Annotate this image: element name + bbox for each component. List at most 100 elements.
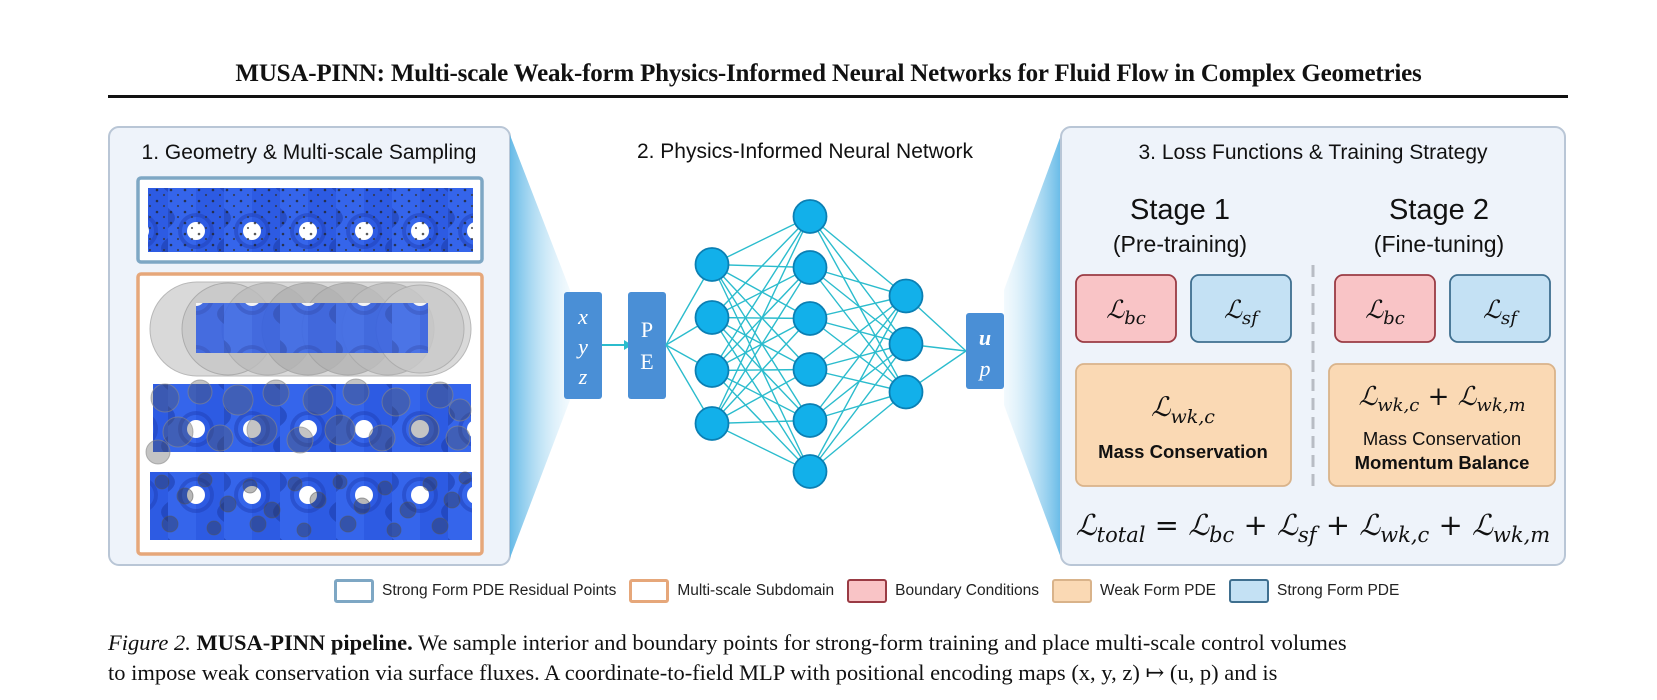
- neuron-layer2-3: [792, 301, 828, 336]
- network-edge: [711, 422, 811, 473]
- legend-item-strong-form: Strong Form PDE: [1229, 579, 1399, 603]
- caption-line-1: Figure 2. MUSA-PINN pipeline. We sample …: [108, 628, 1568, 658]
- geometry-strip-3: [153, 384, 471, 452]
- network-edge: [809, 266, 907, 345]
- pipeline-svg: 1. Geometry & Multi-scale Sampling: [108, 126, 1566, 566]
- stage1-weak-box: [1075, 363, 1292, 487]
- legend-label: Strong Form PDE: [1277, 582, 1400, 599]
- network-edge: [711, 318, 811, 424]
- legend-item-weak-form: Weak Form PDE: [1052, 579, 1216, 603]
- network-edge: [711, 264, 811, 421]
- residual-points: [148, 188, 473, 252]
- caption-line-1-text: We sample interior and boundary points f…: [418, 630, 1347, 655]
- pe-box: [628, 292, 666, 399]
- panel-3-title: 3. Loss Functions & Training Strategy: [1138, 141, 1488, 164]
- legend-label: Strong Form PDE Residual Points: [382, 582, 617, 599]
- output-box: [966, 313, 1004, 389]
- medium-control-volumes: [145, 378, 472, 465]
- geometry-strip-2: [196, 303, 428, 353]
- network-edge: [809, 343, 907, 422]
- stage2-weak-loss: ℒwk,c + ℒwk,m: [1358, 382, 1525, 416]
- legend-item-subdomain: Multi-scale Subdomain: [629, 579, 834, 603]
- network-edge: [711, 264, 811, 370]
- network-edge: [809, 317, 907, 393]
- output-p: p: [978, 356, 991, 381]
- caption-figure-label: Figure 2.: [108, 630, 191, 655]
- network-edge: [711, 267, 811, 424]
- pipeline-figure: 1. Geometry & Multi-scale Sampling: [108, 126, 1566, 566]
- network-edge: [809, 216, 907, 345]
- stage2-mass-conservation: Mass Conservation: [1363, 428, 1521, 449]
- neuron-layer2-6: [792, 454, 828, 489]
- small-control-volumes: [154, 471, 472, 538]
- input-box: [564, 292, 602, 399]
- neuron-layer3-3: [888, 374, 924, 410]
- legend-swatch: [334, 579, 374, 603]
- network-edge: [711, 216, 811, 371]
- stage-1-subtitle: (Pre-training): [1113, 231, 1247, 257]
- beam-right: [1004, 135, 1061, 558]
- stage1-sf-loss: ℒsf: [1224, 295, 1261, 329]
- network-edge: [711, 263, 811, 320]
- header-title: MUSA-PINN: Multi-scale Weak-form Physics…: [235, 60, 1422, 87]
- network-edge: [711, 368, 811, 425]
- figure-caption: Figure 2. MUSA-PINN pipeline. We sample …: [108, 628, 1568, 688]
- pe-label-e: E: [640, 349, 653, 374]
- stage1-bc-box: [1075, 274, 1177, 343]
- network-edge: [809, 343, 907, 472]
- neuron-layer2-4: [792, 352, 828, 387]
- network-edge: [809, 295, 907, 371]
- legend-swatch: [847, 579, 888, 603]
- neuron-layer1-3: [694, 353, 730, 388]
- network-edge: [711, 369, 811, 422]
- network-edge: [809, 215, 907, 297]
- neuron-layer3-2: [888, 326, 924, 362]
- network-edge: [809, 295, 907, 472]
- caption-line-2: to impose weak conservation via surface …: [108, 660, 1278, 685]
- legend-item-residual-points: Strong Form PDE Residual Points: [334, 579, 616, 603]
- legend-swatch: [1229, 579, 1270, 603]
- stage2-sf-box: [1449, 274, 1551, 343]
- neuron-layer2-5: [792, 403, 828, 438]
- pe-label-p: P: [641, 317, 653, 342]
- stage-1-title: Stage 1: [1130, 194, 1230, 226]
- network-nodes: [694, 199, 924, 489]
- input-y: y: [576, 334, 588, 359]
- network-edge: [809, 267, 907, 393]
- stage2-weak-box: [1328, 363, 1556, 487]
- network-edge: [711, 317, 811, 421]
- output-u: u: [979, 325, 991, 350]
- neuron-layer1-2: [694, 300, 730, 335]
- stage2-momentum-balance: Momentum Balance: [1355, 452, 1530, 473]
- network-edge: [711, 216, 811, 424]
- stage2-bc-box: [1334, 274, 1436, 343]
- network-edge: [809, 295, 907, 421]
- network-edge: [711, 316, 811, 371]
- legend-swatch: [629, 579, 670, 603]
- network-edge: [711, 216, 811, 318]
- neuron-layer2-2: [792, 250, 828, 285]
- network-edge: [711, 317, 811, 472]
- input-z: z: [578, 364, 588, 389]
- stage2-bc-loss: ℒbc: [1365, 295, 1405, 329]
- caption-bold-title: MUSA-PINN pipeline.: [196, 630, 413, 655]
- legend-label: Boundary Conditions: [895, 582, 1040, 599]
- input-x: x: [577, 304, 588, 329]
- neuron-layer2-1: [792, 199, 828, 234]
- stage1-mass-conservation: Mass Conservation: [1098, 441, 1268, 462]
- legend-swatch: [1052, 579, 1093, 603]
- beam-left: [510, 135, 570, 558]
- legend-label: Multi-scale Subdomain: [677, 582, 835, 599]
- stage1-sf-box: [1190, 274, 1292, 343]
- header-rule: [108, 95, 1568, 98]
- neuron-layer1-1: [694, 247, 730, 282]
- legend-item-boundary: Boundary Conditions: [847, 579, 1039, 603]
- panel-1-title: 1. Geometry & Multi-scale Sampling: [142, 141, 477, 164]
- network-edge: [809, 391, 907, 473]
- panel-2-title: 2. Physics-Informed Neural Network: [637, 140, 974, 163]
- stage-2-subtitle: (Fine-tuning): [1374, 231, 1504, 257]
- legend: Strong Form PDE Residual Points Multi-sc…: [334, 576, 1412, 606]
- network-edge: [809, 216, 907, 393]
- neuron-layer1-4: [694, 406, 730, 441]
- legend-label: Weak Form PDE: [1100, 582, 1217, 599]
